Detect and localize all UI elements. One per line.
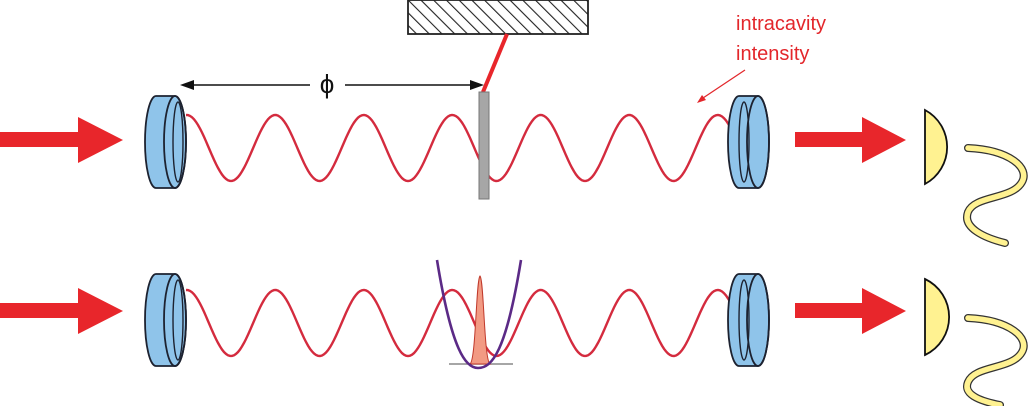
photodetector-icon <box>924 277 1028 406</box>
hatched-support-icon <box>407 0 589 35</box>
suspension-fiber <box>481 33 509 93</box>
harmonic-potential <box>435 259 523 370</box>
red-arrow-icon <box>795 288 906 334</box>
cavity-mirror-icon <box>144 273 187 367</box>
cavity-mirror-icon <box>144 95 187 189</box>
intracavity-wave <box>185 288 734 358</box>
top-setup: ϕ intracavity intensity <box>0 0 1028 247</box>
bottom-setup <box>0 259 1028 406</box>
annotation-line-2: intensity <box>736 43 809 65</box>
red-arrow-icon <box>0 288 123 334</box>
wavepacket <box>468 275 492 365</box>
annotation-line-1: intracavity <box>736 13 826 35</box>
annotation-pointer <box>697 69 746 103</box>
phase-arrow <box>180 80 484 90</box>
phase-symbol: ϕ <box>320 69 335 99</box>
red-arrow-icon <box>0 117 123 163</box>
membrane <box>478 91 490 200</box>
intracavity-wave <box>185 113 734 183</box>
cavity-mirror-icon <box>727 95 770 189</box>
photodetector-icon <box>924 108 1028 247</box>
red-arrow-icon <box>795 117 906 163</box>
cavity-mirror-icon <box>727 273 770 367</box>
